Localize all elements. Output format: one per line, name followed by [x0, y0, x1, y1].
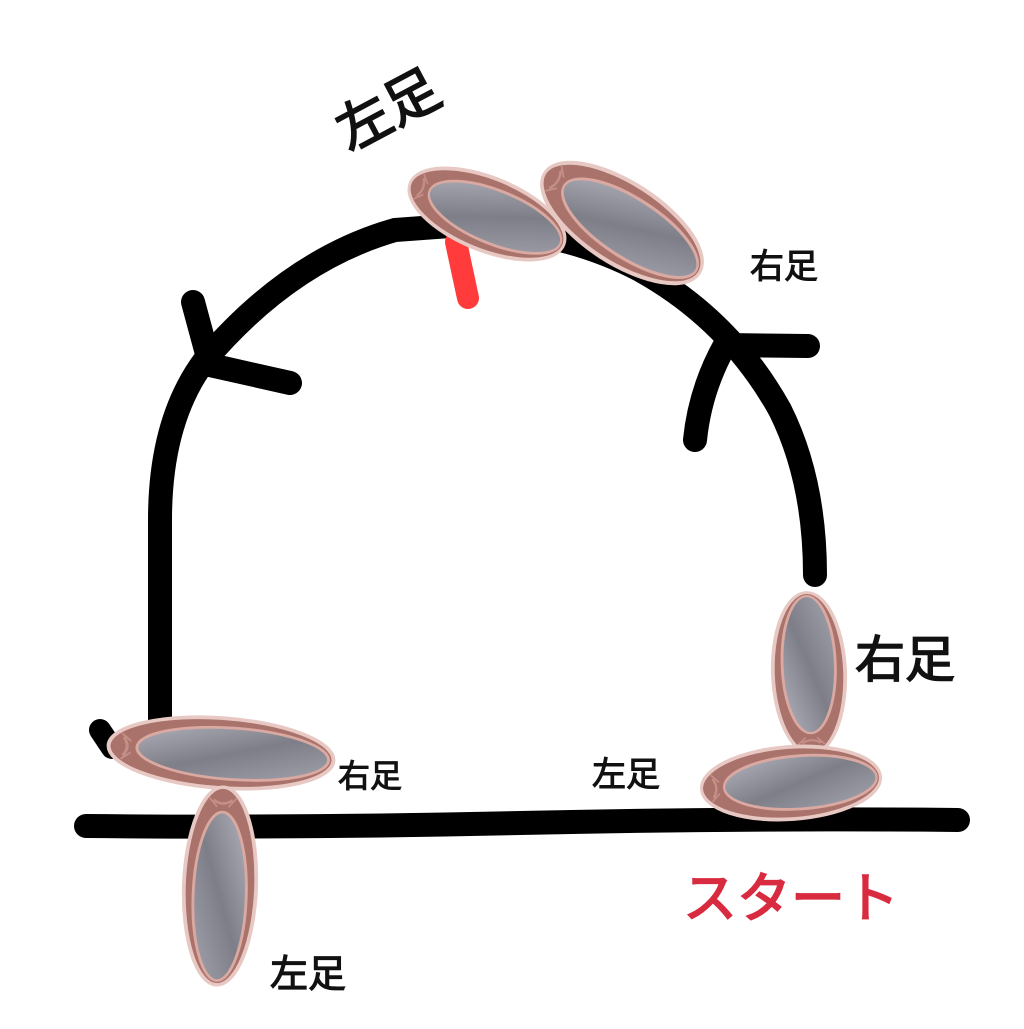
shoe-right-vertical	[768, 589, 850, 757]
arch-path	[148, 214, 827, 742]
label-right-foot-low: 右足	[338, 757, 403, 795]
label-left-foot-bottom: 左足	[270, 952, 347, 996]
label-right-foot-mid: 右足	[855, 631, 955, 689]
label-left-foot-low: 左足	[592, 755, 660, 795]
label-right-foot-top: 右足	[750, 247, 818, 287]
shoe-left-horizontal	[104, 708, 338, 798]
right-arrow	[683, 333, 820, 452]
top-marker	[445, 231, 479, 309]
label-start: スタート	[683, 867, 899, 930]
left-arrow	[181, 290, 302, 395]
